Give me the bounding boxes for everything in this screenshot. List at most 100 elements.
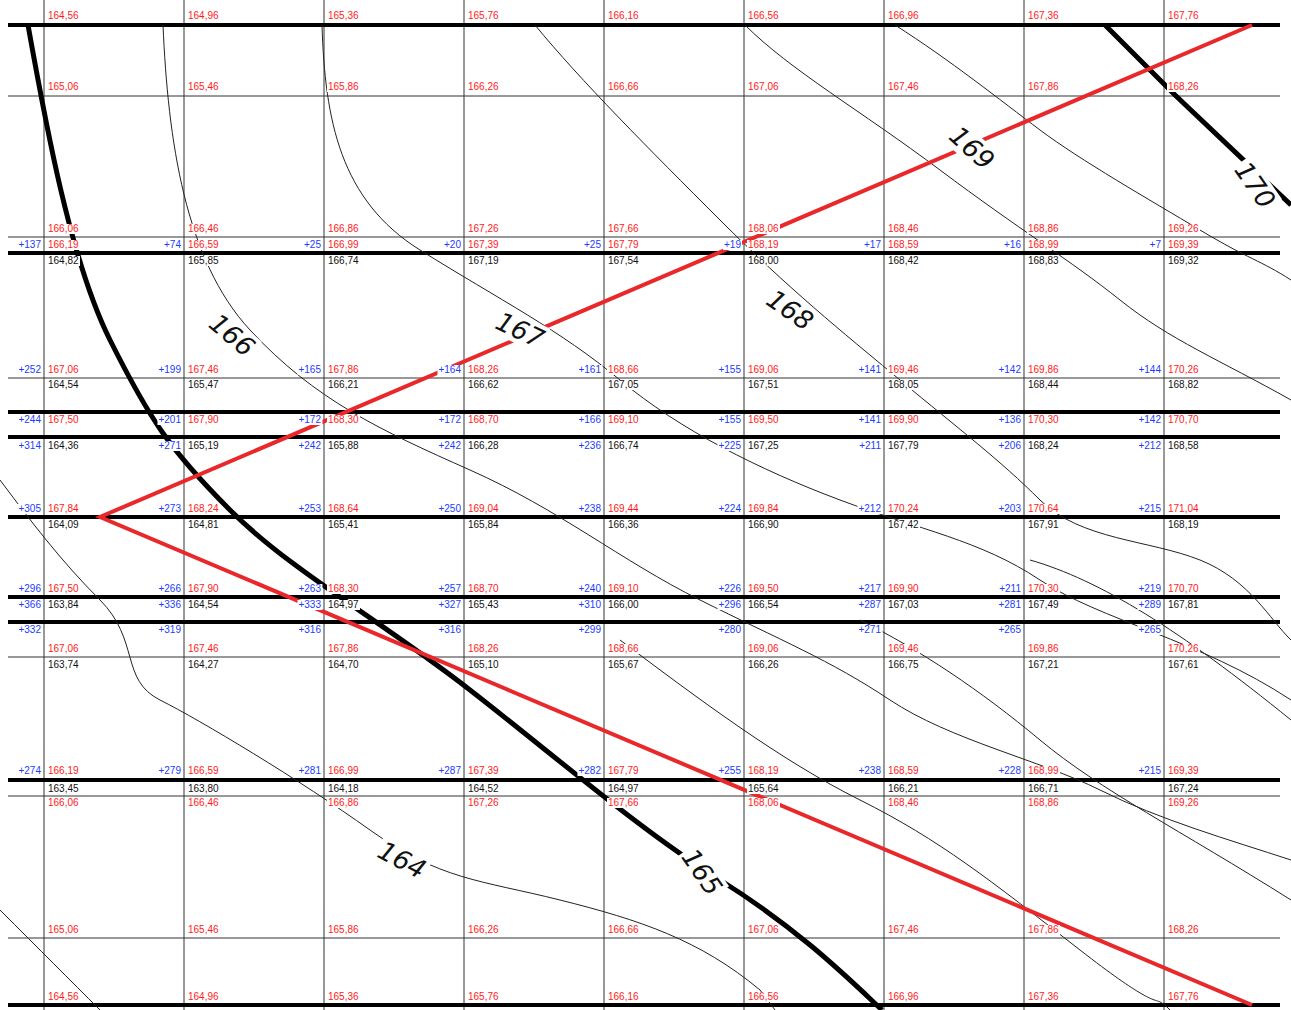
existing-elevation: 168,24 (1027, 441, 1060, 451)
cut-fill-value: +271 (857, 625, 882, 635)
design-elevation: 167,06 (747, 925, 780, 935)
design-elevation: 166,26 (467, 82, 500, 92)
grid-line (884, 0, 885, 1010)
cut-fill-value: +144 (1137, 365, 1162, 375)
contour-line (745, 25, 1291, 400)
cut-fill-value: +281 (997, 600, 1022, 610)
cut-fill-value: +217 (857, 584, 882, 594)
design-elevation: 169,39 (1167, 766, 1200, 776)
design-elevation: 166,96 (887, 992, 920, 1002)
design-elevation: 167,06 (47, 644, 80, 654)
design-elevation: 166,86 (327, 798, 360, 808)
design-elevation: 165,46 (187, 82, 220, 92)
cut-fill-value: +228 (997, 766, 1022, 776)
existing-elevation: 166,00 (607, 600, 640, 610)
contour-line (322, 25, 1291, 700)
cut-fill-value: +333 (297, 600, 322, 610)
cut-fill-value: +279 (157, 766, 182, 776)
existing-elevation: 168,00 (747, 256, 780, 266)
existing-elevation: 167,79 (887, 441, 920, 451)
cut-fill-value: +172 (437, 415, 462, 425)
existing-elevation: 164,27 (187, 660, 220, 670)
design-elevation: 167,76 (1167, 11, 1200, 21)
cut-fill-value: +305 (17, 504, 42, 514)
profile-line (8, 23, 1280, 27)
design-elevation: 167,46 (887, 925, 920, 935)
design-elevation: 167,46 (187, 365, 220, 375)
design-elevation: 165,76 (467, 11, 500, 21)
design-elevation: 168,70 (467, 415, 500, 425)
design-elevation: 164,56 (47, 11, 80, 21)
grid-line (8, 796, 1280, 797)
design-elevation: 169,50 (747, 584, 780, 594)
contour-label: 167 (490, 306, 550, 354)
profile-line (8, 435, 1280, 439)
existing-elevation: 167,24 (1167, 784, 1200, 794)
existing-elevation: 167,51 (747, 380, 780, 390)
design-elevation: 168,19 (747, 240, 780, 250)
design-elevation: 166,66 (607, 925, 640, 935)
cut-fill-value: +211 (858, 441, 882, 451)
existing-elevation: 167,91 (1027, 520, 1060, 530)
design-elevation: 167,26 (467, 224, 500, 234)
grid-line (1024, 0, 1025, 1010)
cut-fill-value: +296 (17, 584, 42, 594)
design-elevation: 166,59 (187, 766, 220, 776)
profile-lines (8, 25, 1280, 1005)
design-elevation: 166,16 (607, 992, 640, 1002)
design-elevation: 168,99 (1027, 240, 1060, 250)
design-elevation: 168,64 (327, 504, 360, 514)
grid-line (8, 378, 1280, 379)
cut-fill-value: +250 (437, 504, 462, 514)
design-elevation: 168,59 (887, 766, 920, 776)
cut-fill-value: +137 (17, 240, 42, 250)
design-elevation: 168,86 (1027, 798, 1060, 808)
cut-fill-value: +240 (577, 584, 602, 594)
contour-line (0, 480, 775, 1010)
existing-elevation: 166,74 (327, 256, 360, 266)
existing-elevation: 165,88 (327, 441, 360, 451)
cut-fill-value: +165 (297, 365, 322, 375)
existing-elevation: 165,47 (187, 380, 220, 390)
existing-elevation: 165,84 (467, 520, 500, 530)
existing-elevation: 165,41 (327, 520, 360, 530)
existing-elevation: 168,83 (1027, 256, 1060, 266)
cut-fill-value: +366 (17, 600, 42, 610)
grid-line (604, 0, 605, 1010)
design-elevation: 169,90 (887, 584, 920, 594)
cut-fill-value: +282 (577, 766, 602, 776)
design-elevation: 166,06 (47, 798, 80, 808)
design-elevation: 165,06 (47, 925, 80, 935)
design-elevation: 167,36 (1027, 992, 1060, 1002)
cut-fill-value: +164 (437, 365, 462, 375)
design-elevation: 169,90 (887, 415, 920, 425)
grid-line (8, 237, 1280, 238)
profile-line (8, 251, 1280, 255)
design-elevation: 166,06 (47, 224, 80, 234)
design-elevation: 170,30 (1027, 415, 1060, 425)
design-elevation: 166,16 (607, 11, 640, 21)
existing-elevation: 167,42 (887, 520, 920, 530)
existing-elevation: 163,74 (47, 660, 80, 670)
cut-fill-value: +332 (17, 625, 42, 635)
design-elevation: 166,99 (327, 766, 360, 776)
existing-elevation: 164,97 (607, 784, 640, 794)
design-elevation: 167,46 (887, 82, 920, 92)
cut-fill-value: +238 (857, 766, 882, 776)
design-elevation: 170,24 (887, 504, 920, 514)
cut-fill-value: +266 (157, 584, 182, 594)
cut-fill-value: +265 (997, 625, 1022, 635)
cut-fill-value: +166 (577, 415, 602, 425)
cut-fill-value: +155 (717, 365, 742, 375)
contour-line (0, 910, 100, 1010)
cut-fill-value: +299 (577, 625, 602, 635)
existing-elevation: 166,75 (887, 660, 920, 670)
design-elevation: 168,30 (327, 584, 360, 594)
grid-line (184, 0, 185, 1010)
design-elevation: 166,56 (747, 11, 780, 21)
design-elevation: 168,26 (467, 365, 500, 375)
design-elevation: 168,66 (607, 644, 640, 654)
design-elevation: 168,26 (467, 644, 500, 654)
grid-line (44, 0, 45, 1010)
